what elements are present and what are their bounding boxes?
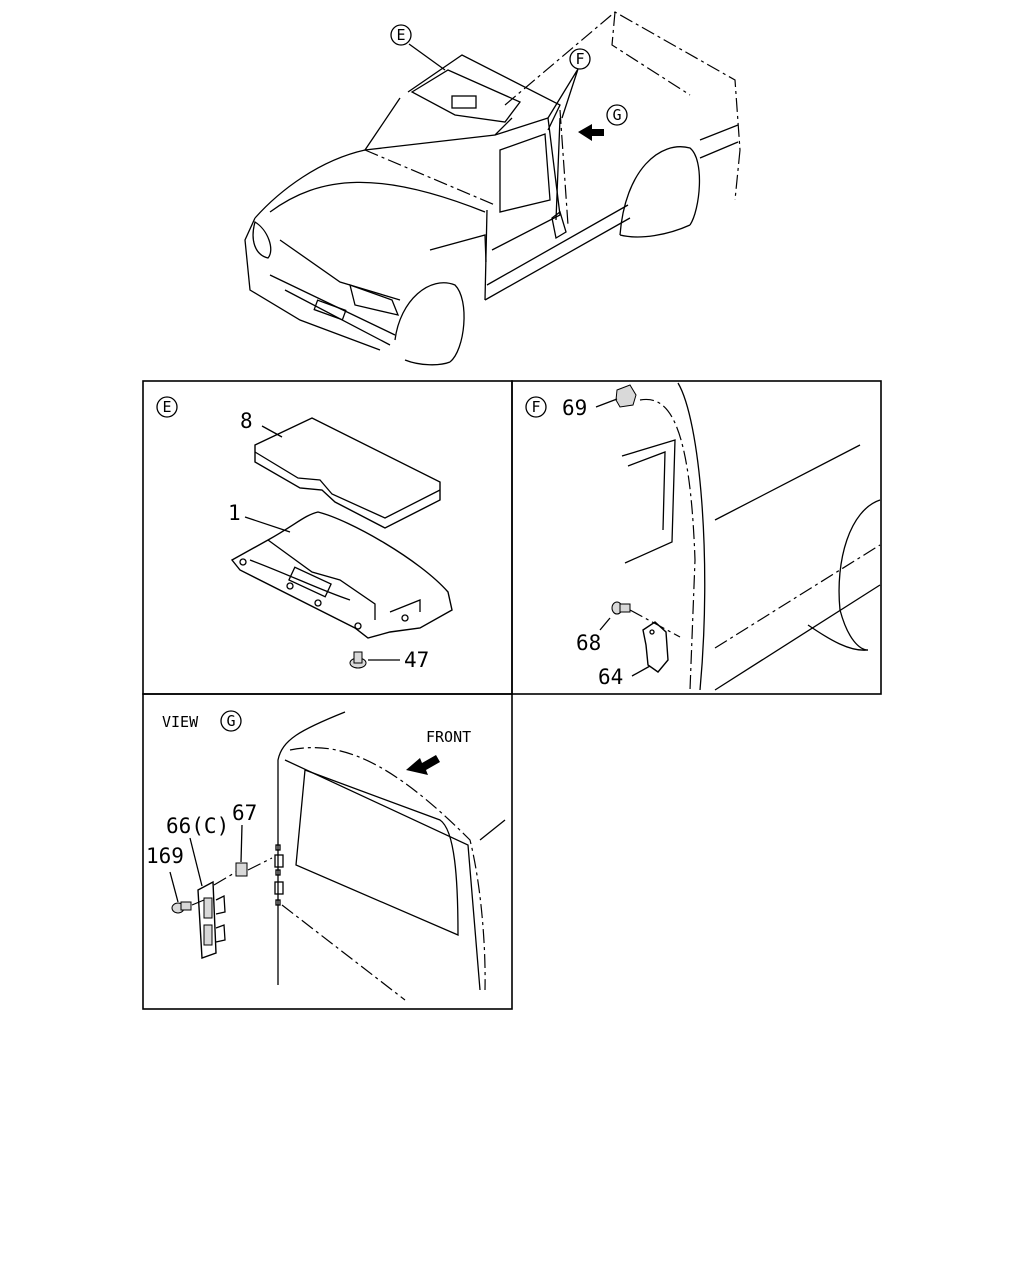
truck-overview-illustration <box>244 11 741 366</box>
front-label: FRONT <box>426 728 471 746</box>
bracket-part-66 <box>197 880 226 959</box>
front-arrow <box>406 755 440 775</box>
callout-67: 67 <box>232 801 257 825</box>
guide-part-69 <box>615 384 637 408</box>
panel-e-marker: E <box>156 396 178 418</box>
cover-part-64 <box>642 621 669 673</box>
overview-callout-e: E <box>390 24 412 46</box>
callout-68: 68 <box>576 631 601 655</box>
panel-f-marker: F <box>525 396 547 418</box>
leader-8 <box>261 425 283 438</box>
leader-1 <box>244 516 291 533</box>
view-g-title: VIEW <box>162 713 199 731</box>
trim-pad-part-8 <box>254 417 441 529</box>
overview-callout-g: G <box>606 104 628 126</box>
overview-callout-g-label: G <box>612 106 621 124</box>
panel-g-marker: G <box>220 710 242 732</box>
panel-g-marker-label: G <box>226 712 235 730</box>
panel-f-marker-label: F <box>531 398 540 416</box>
leader-68 <box>599 617 611 631</box>
panel-e: E 8 1 47 <box>156 396 453 672</box>
callout-1: 1 <box>228 501 241 525</box>
headliner-part-1 <box>230 511 453 639</box>
panel-e-marker-label: E <box>162 398 171 416</box>
overview-callout-f: F <box>569 48 591 70</box>
panel-g: VIEW G FRONT 67 <box>146 710 506 1001</box>
callout-47: 47 <box>404 648 429 672</box>
callout-8: 8 <box>240 409 253 433</box>
callout-66: 66(C) <box>166 814 229 838</box>
leader-169 <box>169 871 179 903</box>
leader-66 <box>189 837 203 887</box>
leader-69 <box>595 398 618 408</box>
nut-part-67 <box>235 862 248 877</box>
bolt-part-68 <box>611 601 631 615</box>
clip-part-47 <box>349 651 367 669</box>
panel-g-frame <box>142 693 513 1010</box>
callout-169: 169 <box>146 844 184 868</box>
overview-callout-e-label: E <box>396 26 405 44</box>
panel-f-frame <box>511 380 882 695</box>
leader-67 <box>240 824 243 863</box>
overview-callout-f-label: F <box>575 50 584 68</box>
callout-69: 69 <box>562 396 587 420</box>
callout-64: 64 <box>598 665 623 689</box>
panel-f: F 69 68 64 <box>525 382 881 691</box>
leader-64 <box>631 665 651 677</box>
bolt-part-169 <box>171 901 192 914</box>
